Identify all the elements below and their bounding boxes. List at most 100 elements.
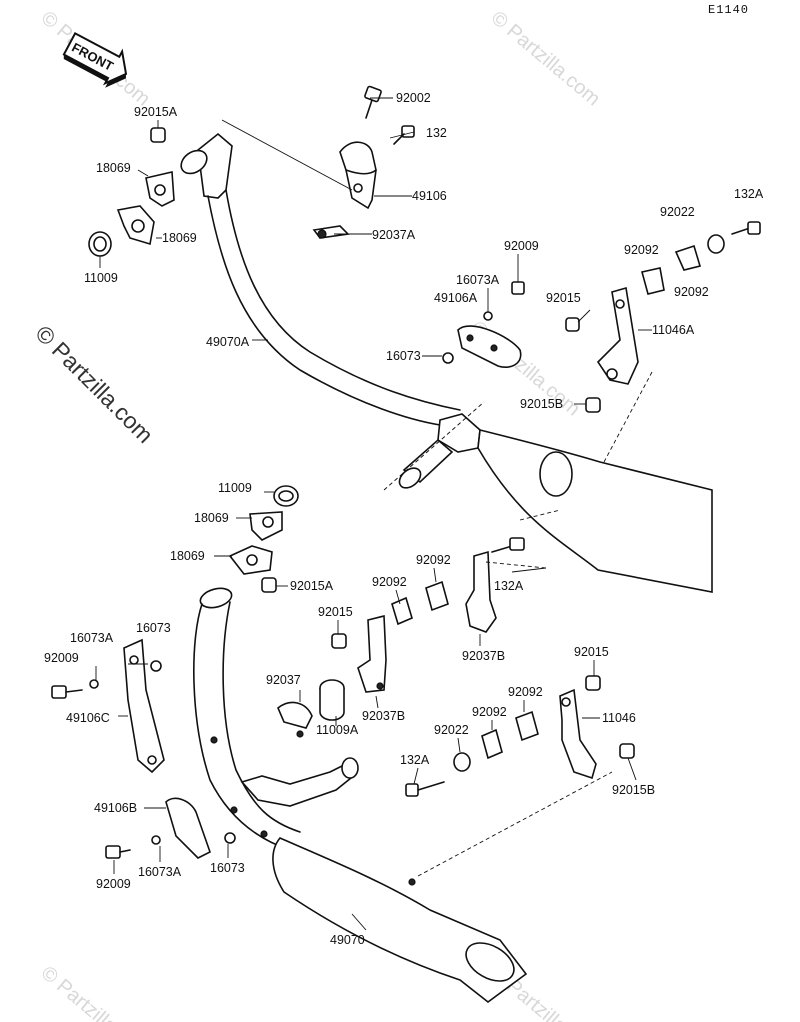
label-92022-bot: 92022 (434, 723, 469, 737)
label-11009A: 11009A (316, 723, 359, 737)
washer-16073-top (442, 352, 454, 364)
bolt-132A-top (731, 221, 761, 235)
label-11009-top: 11009 (84, 271, 118, 285)
clamp-92037A (312, 225, 350, 239)
part-labels: 92002 132 49106 92037A 92015A 18069 1806… (44, 91, 764, 947)
rubber-92092-d (425, 580, 449, 612)
label-16073A-bot: 16073A (138, 865, 182, 879)
bolt-92009-left (51, 685, 83, 699)
label-132A-bot: 132A (400, 753, 430, 767)
label-49106C: 49106C (66, 711, 110, 725)
label-11009-mid: 11009 (218, 481, 252, 495)
nut-92015-right (585, 675, 601, 691)
bracket-11046 (559, 688, 597, 780)
label-16073-bot: 16073 (210, 861, 245, 875)
flange-18069-c (249, 511, 283, 541)
label-92015B-top: 92015B (520, 397, 563, 411)
nut-92015-mid (331, 633, 347, 649)
bolt-132A-mid (491, 537, 525, 553)
bracket-11046A (596, 286, 639, 385)
label-49070: 49070 (330, 933, 365, 947)
label-92037B: 92037B (462, 649, 505, 663)
nut-92015A-top (150, 127, 166, 143)
page-code: E1140 (708, 3, 749, 17)
label-49106A: 49106A (434, 291, 478, 305)
bracket-49106C (123, 638, 165, 774)
label-92092-e: 92092 (508, 685, 543, 699)
rubber-92092-a (641, 267, 665, 295)
bolt-92009-top (511, 281, 525, 295)
bracket-49106B (165, 797, 211, 859)
label-16073A-top: 16073A (456, 273, 500, 287)
bracket-49106 (339, 141, 377, 210)
bolt-92009-bot (105, 845, 131, 859)
label-92022-top: 92022 (660, 205, 695, 219)
label-11046A: 11046A (652, 323, 695, 337)
label-92015A-top: 92015A (134, 105, 178, 119)
washer-16073A-top (483, 311, 493, 321)
gasket-11009-top (88, 231, 112, 257)
label-18069-d: 18069 (170, 549, 205, 563)
label-92015-right: 92015 (574, 645, 609, 659)
label-49070A: 49070A (206, 335, 250, 349)
label-49106: 49106 (412, 189, 447, 203)
sleeve-11009A (319, 679, 345, 721)
leader-lines (95, 97, 653, 931)
label-16073A-left: 16073A (70, 631, 114, 645)
nut-92015B-bot (619, 743, 635, 759)
bolt-92002 (364, 85, 382, 119)
flange-18069-a (145, 171, 175, 207)
label-16073-left: 16073 (136, 621, 171, 635)
label-92002: 92002 (396, 91, 431, 105)
label-92015A-mid: 92015A (290, 579, 334, 593)
label-92092-a: 92092 (624, 243, 659, 257)
washer-16073-left (150, 660, 162, 672)
label-92037: 92037 (266, 673, 301, 687)
label-16073-top: 16073 (386, 349, 421, 363)
rubber-92092-f (481, 728, 503, 760)
bolt-132A-bot (405, 781, 445, 797)
watermark: © Partzilla.com (37, 962, 154, 1022)
exhaust-pipe-49070 (193, 587, 528, 1004)
washer-16073A-left (89, 679, 99, 689)
flange-18069-b (116, 205, 155, 246)
label-18069-b: 18069 (162, 231, 197, 245)
label-92009-left: 92009 (44, 651, 79, 665)
label-49106B: 49106B (94, 801, 137, 815)
bolt-132 (393, 125, 415, 145)
washer-92022-top (707, 234, 725, 254)
nut-92015-top (565, 317, 580, 332)
clamp-92037 (277, 701, 313, 738)
exhaust-pipe-49070A (180, 132, 713, 593)
bracket-49106A (457, 325, 522, 368)
label-132A-top: 132A (734, 187, 764, 201)
watermark-main: © Partzilla.com (30, 320, 158, 448)
label-92092-b: 92092 (674, 285, 709, 299)
label-92092-f: 92092 (472, 705, 507, 719)
washer-16073A-bot (151, 835, 161, 845)
label-132A-mid: 132A (494, 579, 524, 593)
label-18069-c: 18069 (194, 511, 229, 525)
label-92092-d: 92092 (416, 553, 451, 567)
gasket-11009-mid (273, 485, 299, 507)
bracket-92037B (465, 550, 497, 633)
label-18069-a: 18069 (96, 161, 131, 175)
label-92015B-bot: 92015B (612, 783, 655, 797)
watermark: © Partzilla.com (487, 7, 604, 110)
rubber-92092-c (391, 596, 413, 626)
label-92037B-b: 92037B (362, 709, 405, 723)
label-11046: 11046 (602, 711, 636, 725)
label-92015-top: 92015 (546, 291, 581, 305)
flange-18069-d (228, 545, 273, 575)
label-92015-mid: 92015 (318, 605, 353, 619)
label-92037A: 92037A (372, 228, 416, 242)
washer-92022-bot (453, 752, 471, 772)
bracket-92037B-b (357, 614, 387, 693)
nut-92015B-top (585, 397, 601, 413)
washer-16073-bot (224, 832, 236, 844)
label-92009-top: 92009 (504, 239, 539, 253)
nut-92015A-mid (261, 577, 277, 593)
label-92092-c: 92092 (372, 575, 407, 589)
rubber-92092-e (515, 710, 539, 742)
